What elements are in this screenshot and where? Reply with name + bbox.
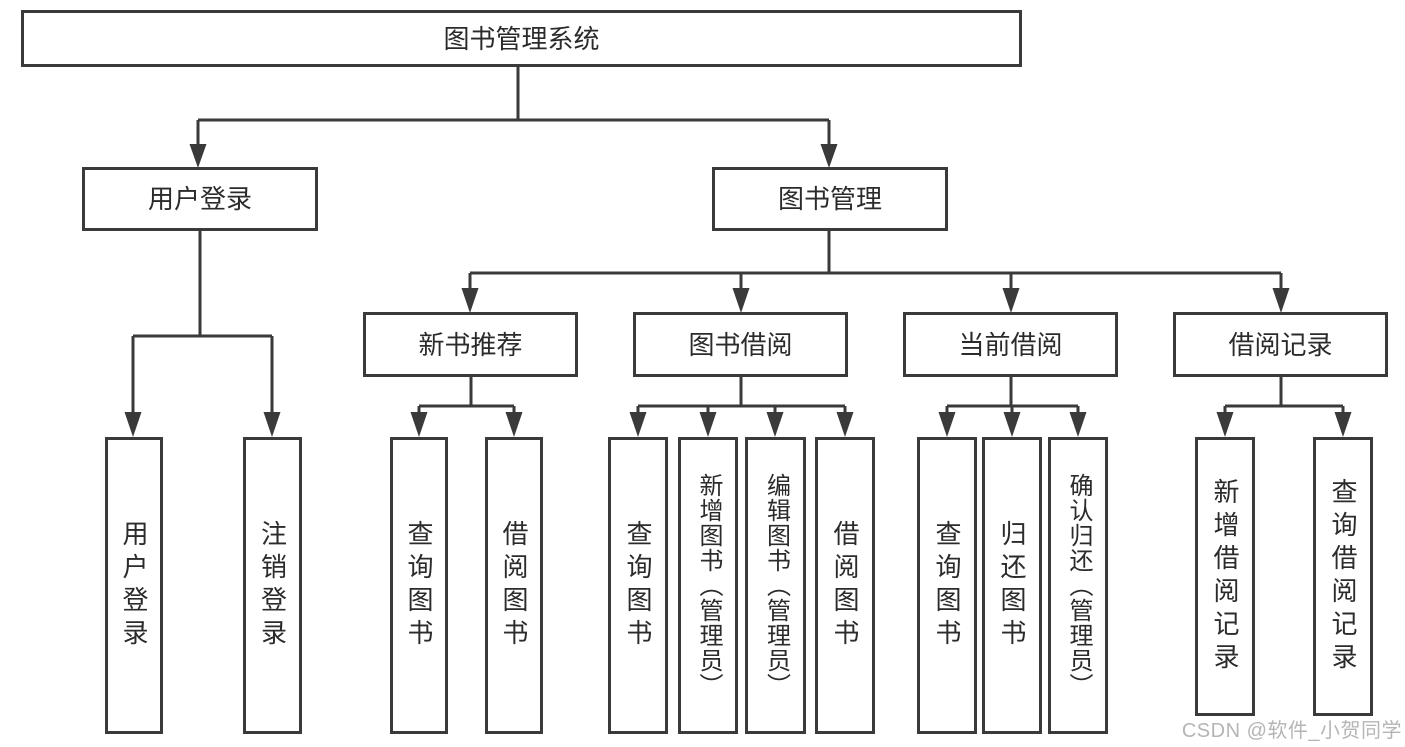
node-user-login: 用户登录 <box>82 167 318 231</box>
node-book-management: 图书管理 <box>712 167 948 231</box>
leaf-label: 确认归还（管理员） <box>1065 473 1092 698</box>
node-label: 新书推荐 <box>418 329 523 360</box>
leaf-return-books: 归还图书 <box>982 437 1042 734</box>
node-label: 图书管理 <box>777 184 882 214</box>
leaf-user-login: 用户登录 <box>105 437 163 734</box>
leaf-label: 新增借阅记录 <box>1210 477 1240 676</box>
leaf-label: 查询借阅记录 <box>1328 477 1358 676</box>
leaf-query-books-borrow: 查询图书 <box>608 437 668 734</box>
leaf-label: 借阅图书 <box>830 519 860 652</box>
node-label: 图书管理系统 <box>443 23 600 54</box>
leaf-query-books-current: 查询图书 <box>917 437 977 734</box>
leaf-logout: 注销登录 <box>243 437 302 734</box>
node-label: 图书借阅 <box>688 329 793 360</box>
leaf-label: 查询图书 <box>404 519 434 652</box>
leaf-confirm-return-admin: 确认归还（管理员） <box>1048 437 1108 734</box>
leaf-borrow-books: 借阅图书 <box>815 437 875 734</box>
node-label: 用户登录 <box>147 184 252 214</box>
leaf-label: 借阅图书 <box>499 519 529 652</box>
leaf-label: 编辑图书（管理员） <box>762 473 790 698</box>
node-root-library-system: 图书管理系统 <box>21 10 1022 67</box>
node-book-borrow: 图书借阅 <box>633 312 848 377</box>
leaf-label: 归还图书 <box>997 519 1027 652</box>
node-new-book-recommend: 新书推荐 <box>363 312 578 377</box>
leaf-add-books-admin: 新增图书（管理员） <box>678 437 738 734</box>
leaf-query-borrow-record: 查询借阅记录 <box>1313 437 1373 716</box>
node-label: 当前借阅 <box>958 329 1063 360</box>
leaf-label: 用户登录 <box>119 519 149 652</box>
leaf-label: 查询图书 <box>623 519 653 652</box>
leaf-query-books-recommend: 查询图书 <box>390 437 448 734</box>
node-label: 借阅记录 <box>1228 329 1333 360</box>
leaf-label: 新增图书（管理员） <box>695 473 722 698</box>
leaf-add-borrow-record: 新增借阅记录 <box>1195 437 1255 716</box>
node-current-borrow: 当前借阅 <box>903 312 1118 377</box>
leaf-borrow-books-recommend: 借阅图书 <box>485 437 543 734</box>
leaf-label: 查询图书 <box>932 519 962 652</box>
watermark: CSDN @软件_小贺同学 <box>1181 720 1402 742</box>
leaf-label: 注销登录 <box>257 519 288 652</box>
node-borrow-records: 借阅记录 <box>1173 312 1388 377</box>
leaf-edit-books-admin: 编辑图书（管理员） <box>745 437 806 734</box>
